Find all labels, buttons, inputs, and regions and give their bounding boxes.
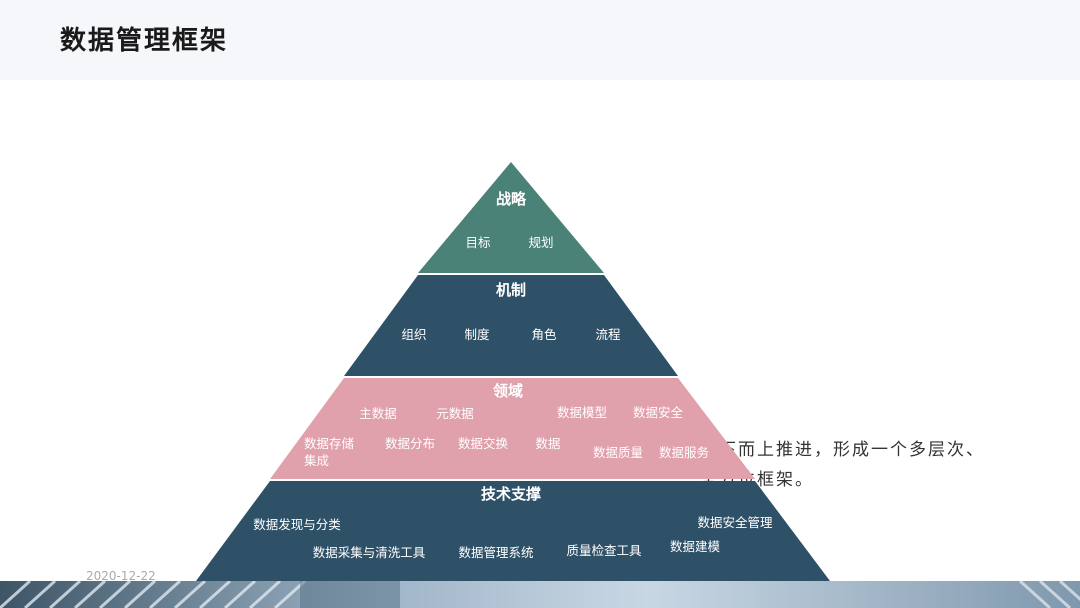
tech-item-collection-tools: 数据采集与清洗工具 xyxy=(313,545,426,560)
domain-item-data-model: 数据模型 xyxy=(557,405,607,420)
domain-item-data-exchange: 数据交换 xyxy=(458,436,509,451)
domain-item-data-service: 数据服务 xyxy=(659,445,709,460)
domain-item-data-quality: 数据质量 xyxy=(593,445,643,460)
building-photo xyxy=(0,581,1080,608)
domain-item-data-storage: 数据存储 xyxy=(304,436,354,451)
domain-item-data-distribution: 数据分布 xyxy=(385,436,435,451)
tech-title: 技术支撑 xyxy=(481,485,541,503)
domain-layer xyxy=(270,378,755,479)
tech-item-security-mgmt: 数据安全管理 xyxy=(697,515,773,530)
domain-item-metadata: 元数据 xyxy=(436,406,474,421)
date-label: 2020-12-22 xyxy=(86,569,156,583)
mechanism-item-role: 角色 xyxy=(531,327,557,342)
mechanism-item-org: 组织 xyxy=(401,327,426,342)
mechanism-layer xyxy=(344,275,678,376)
side-text-line-1: 从下而上推进，形成一个多层次、 xyxy=(700,440,985,460)
domain-item-integration: 集成 xyxy=(304,453,329,468)
mechanism-item-policy: 制度 xyxy=(464,327,490,342)
tech-item-mgmt-system: 数据管理系统 xyxy=(458,545,533,560)
domain-item-data-security: 数据安全 xyxy=(633,405,684,420)
page-title: 数据管理框架 xyxy=(60,26,229,56)
tech-item-discovery: 数据发现与分类 xyxy=(253,517,341,532)
mechanism-item-process: 流程 xyxy=(595,327,621,342)
mechanism-title: 机制 xyxy=(496,281,526,299)
domain-item-data: 数据 xyxy=(535,436,560,451)
domain-title: 领域 xyxy=(492,382,523,400)
tech-item-quality-tools: 质量检查工具 xyxy=(566,543,642,558)
strategy-title: 战略 xyxy=(496,190,527,208)
tech-item-modeling: 数据建模 xyxy=(670,539,721,554)
strategy-layer xyxy=(418,162,604,273)
header-bar xyxy=(0,0,1080,80)
domain-item-master-data: 主数据 xyxy=(359,406,397,421)
tech-layer xyxy=(196,481,830,581)
strategy-item-goal: 目标 xyxy=(465,235,490,250)
strategy-item-plan: 规划 xyxy=(528,235,553,250)
